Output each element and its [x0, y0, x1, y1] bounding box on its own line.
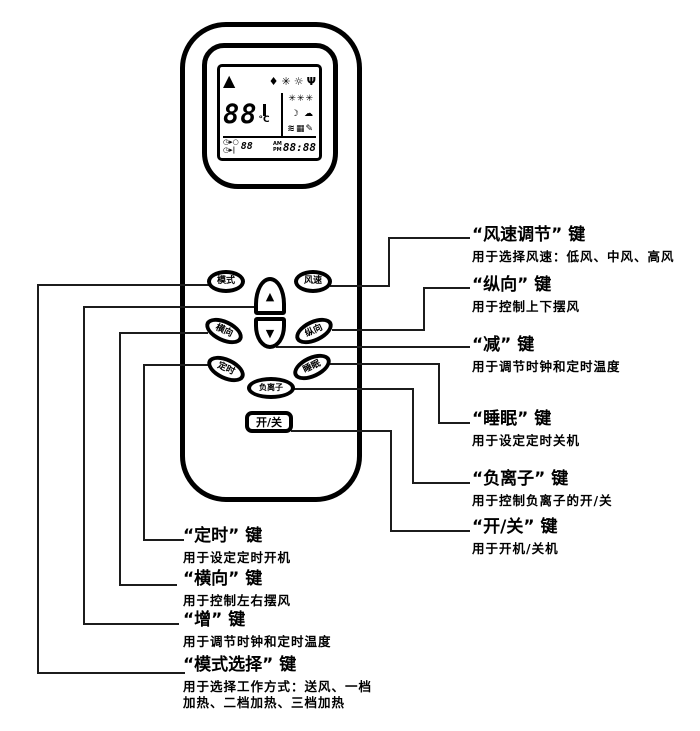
callout-title: “睡眠” 键 — [472, 409, 552, 429]
connector-horizontal — [119, 332, 208, 334]
callout-increase: “增” 键 用于调节时钟和定时温度 — [183, 610, 332, 650]
connector-decrease — [276, 346, 470, 348]
connector-timer — [143, 364, 209, 366]
fan-speed-button: 风速 — [294, 270, 332, 293]
timer-digits: 88 — [240, 141, 253, 152]
connector-fan-speed — [388, 237, 470, 239]
timer-off-icon: ◷▸| — [223, 146, 236, 154]
callout-power: “开/关” 键 用于开机/关机 — [472, 517, 559, 557]
anion-button: 负离子 — [247, 377, 295, 399]
fan-speed-icons: ✳✳✳ — [288, 94, 314, 104]
connector-vertical — [332, 329, 425, 331]
callout-fan-speed: “风速调节” 键 用于选择风速：低风、中风、高风 — [472, 225, 675, 265]
callout-desc: 用于控制上下摆风 — [472, 298, 581, 314]
sun-icon: ☼ — [293, 74, 304, 88]
mode-button: 模式 — [207, 270, 245, 293]
callout-decrease: “减” 键 用于调节时钟和定时温度 — [472, 335, 621, 375]
connector-vertical — [423, 287, 425, 331]
lcd-status-icon-row: ▲ ♦ ✳ ☼ Ψ — [223, 69, 316, 93]
callout-title: “负离子” 键 — [472, 469, 569, 489]
connector-mode-select — [37, 284, 209, 286]
temperature-readout: 88 °C — [223, 93, 281, 136]
callout-title: “减” 键 — [472, 335, 535, 355]
connector-increase — [83, 306, 85, 625]
callout-title: “增” 键 — [183, 610, 246, 630]
connector-sleep — [330, 363, 440, 365]
connector-sleep — [438, 422, 470, 424]
temperature-unit: °C — [258, 115, 270, 125]
callout-desc: 用于选择风速：低风、中风、高风 — [472, 248, 675, 264]
callout-desc: 用于调节时钟和定时温度 — [472, 358, 621, 374]
fan-icon: ✳ — [281, 74, 291, 88]
moon-cloud-icons: ☽ ☁ — [290, 109, 314, 120]
connector-power — [390, 430, 392, 532]
callout-mode-select: “模式选择” 键 用于选择工作方式：送风、一档加热、二档加热、三档加热 — [183, 655, 379, 711]
callout-title: “风速调节” 键 — [472, 225, 586, 245]
callout-desc: 用于调节时钟和定时温度 — [183, 633, 332, 649]
pm-label: PM — [273, 147, 282, 153]
connector-increase — [83, 623, 179, 625]
callout-desc: 用于控制负离子的开/关 — [472, 492, 613, 508]
lcd-display: ▲ ♦ ✳ ☼ Ψ 88 °C ✳✳✳ ☽ ☁ ≋▦✎ — [217, 64, 322, 161]
heat-mode-icon: ▲ — [223, 71, 236, 90]
mode-indicator-zone: ✳✳✳ ☽ ☁ ≋▦✎ — [281, 93, 316, 136]
connector-timer — [143, 539, 184, 541]
connector-power — [390, 530, 470, 532]
callout-title: “定时” 键 — [183, 526, 263, 546]
connector-anion — [286, 388, 414, 390]
clock-digits: 88:88 — [282, 140, 316, 154]
connector-fan-speed — [388, 237, 390, 287]
connector-mode-select — [37, 672, 185, 674]
temperature-digits: 88 — [223, 99, 258, 130]
connector-power — [291, 430, 392, 432]
timer-on-icon: ◷▸○ — [223, 138, 239, 147]
callout-sleep: “睡眠” 键 用于设定定时关机 — [472, 409, 581, 449]
connector-increase — [83, 306, 256, 308]
swing-louver-icons: ≋▦✎ — [287, 124, 314, 135]
connector-mode-select — [37, 284, 39, 674]
callout-anion: “负离子” 键 用于控制负离子的开/关 — [472, 469, 613, 509]
callout-desc: 用于开机/关机 — [472, 540, 559, 556]
connector-timer — [143, 364, 145, 541]
clock-readout: AM PM 88:88 — [273, 141, 316, 153]
increase-button: ▲ — [254, 277, 286, 315]
thermometer-icon: °C — [259, 104, 270, 125]
callout-desc: 用于设定定时开机 — [183, 549, 292, 565]
timer-indicator: ◷▸○ ◷▸| 88 — [223, 139, 253, 154]
water-drop-icon: ♦ — [268, 74, 279, 88]
callout-desc: 用于设定定时关机 — [472, 432, 581, 448]
connector-sleep — [438, 363, 440, 424]
callout-desc: 用于控制左右摆风 — [183, 592, 292, 608]
callout-title: “纵向” 键 — [472, 275, 552, 295]
signal-icon: Ψ — [306, 74, 316, 88]
connector-horizontal — [119, 584, 177, 586]
callout-title: “开/关” 键 — [472, 517, 558, 537]
callout-title: “模式选择” 键 — [183, 655, 297, 675]
connector-horizontal — [119, 332, 121, 586]
callout-horizontal: “横向” 键 用于控制左右摆风 — [183, 569, 292, 609]
am-label: AM — [273, 141, 282, 147]
connector-anion — [412, 388, 414, 484]
callout-title: “横向” 键 — [183, 569, 263, 589]
connector-anion — [412, 482, 470, 484]
connector-vertical — [423, 287, 470, 289]
connector-fan-speed — [330, 285, 390, 287]
callout-timer: “定时” 键 用于设定定时开机 — [183, 526, 292, 566]
callout-desc: 用于选择工作方式：送风、一档加热、二档加热、三档加热 — [183, 678, 373, 710]
callout-vertical: “纵向” 键 用于控制上下摆风 — [472, 275, 581, 315]
power-button: 开/关 — [245, 411, 293, 433]
